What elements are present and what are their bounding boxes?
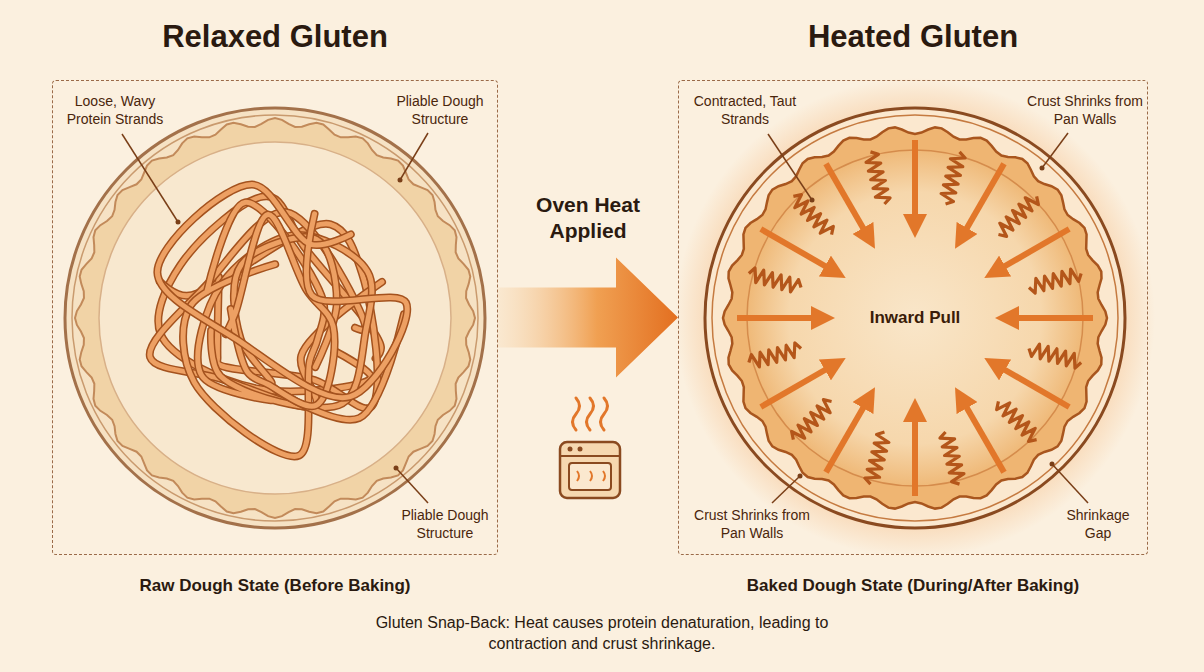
shrunk-crust <box>723 127 1107 508</box>
coiled-strand <box>940 432 964 484</box>
inward-arrow <box>961 164 1004 238</box>
center-label: Inward Pull <box>850 309 980 327</box>
inward-arrow <box>826 164 869 238</box>
coiled-strand <box>749 268 801 292</box>
oven-knob <box>568 447 573 452</box>
steam <box>601 398 608 430</box>
oven-icon <box>560 398 620 498</box>
baked-pie-pan <box>705 108 1125 528</box>
shrunk-crust-edge <box>723 127 1107 508</box>
leader-dot <box>176 220 181 225</box>
inward-arrow <box>995 229 1069 272</box>
callout-label: Pliable Dough Structure <box>393 506 497 542</box>
leader-line <box>772 476 800 503</box>
leader-line <box>1052 464 1088 503</box>
oven-window <box>569 463 611 490</box>
steam <box>573 398 580 430</box>
inward-arrow <box>761 229 835 272</box>
pan-rim <box>705 108 1125 528</box>
callout-label: Crust Shrinks from Pan Walls <box>1025 92 1145 128</box>
callout-label: Shrinkage Gap <box>1056 506 1140 542</box>
pan-rim <box>65 108 485 528</box>
raw-pie-pan <box>65 108 485 528</box>
leader-dot <box>394 466 399 471</box>
leader-dots <box>176 166 1055 479</box>
coiled-strand <box>997 401 1037 441</box>
inward-arrow <box>761 364 835 407</box>
panel-caption: Raw Dough State (Before Baking) <box>33 576 517 596</box>
coiled-strand <box>792 400 832 440</box>
inward-pull-arrows <box>737 140 1093 496</box>
panel-heading: Heated Gluten <box>639 19 1187 55</box>
heat-glow <box>675 78 1155 558</box>
leader-line <box>1042 133 1068 168</box>
coiled-strand <box>1029 269 1081 293</box>
dough-base <box>99 142 451 494</box>
dashed-panel: Relaxed GlutenRaw Dough State (Before Ba… <box>52 80 498 555</box>
leader-dot <box>1050 462 1055 467</box>
coiled-strand <box>1029 344 1081 368</box>
callout-label: Loose, Wavy Protein Strands <box>53 92 177 128</box>
steam <box>587 398 594 430</box>
leader-dot <box>810 198 815 203</box>
diagram-caption: Gluten Snap-Back: Heat causes protein de… <box>352 612 852 654</box>
leader-dot <box>398 178 403 183</box>
pan-inner-rim <box>72 115 478 521</box>
raw-crust <box>75 118 475 518</box>
heat-arrow <box>498 258 678 378</box>
inward-arrow <box>737 315 823 321</box>
leader-line <box>122 134 178 222</box>
fluted-crust-edge <box>75 118 475 518</box>
gluten-strand <box>198 235 372 408</box>
oven-panel <box>560 455 620 457</box>
coiled-strand <box>865 432 889 484</box>
pan-inner-rim <box>712 115 1118 521</box>
leader-dot <box>798 474 803 479</box>
leader-line <box>768 134 812 200</box>
inward-arrow <box>912 410 918 496</box>
coiled-strand <box>749 343 801 367</box>
gluten-strand <box>157 185 407 398</box>
inward-arrow <box>1007 315 1093 321</box>
callout-label: Crust Shrinks from Pan Walls <box>692 506 812 542</box>
oven-heat-waves <box>577 471 605 481</box>
inward-arrow <box>912 140 918 226</box>
strand-outline <box>157 185 407 398</box>
strand-outline <box>198 235 372 408</box>
coiled-strand <box>793 195 833 235</box>
coiled-strand <box>866 152 890 204</box>
oven-body <box>560 442 620 498</box>
leader-line <box>400 133 428 180</box>
callout-label: Pliable Dough Structure <box>388 92 492 128</box>
inward-arrow <box>961 398 1004 472</box>
arrow-label: Oven Heat Applied <box>503 192 673 244</box>
leader-line <box>396 468 428 503</box>
coiled-strand <box>941 152 965 204</box>
leader-lines <box>122 133 1088 503</box>
callout-label: Contracted, Taut Strands <box>687 92 803 128</box>
panel-caption: Baked Dough State (During/After Baking) <box>659 576 1167 596</box>
leader-dot <box>1040 166 1045 171</box>
oven-knob <box>578 447 583 452</box>
coiled-strand <box>998 196 1038 236</box>
panel-heading: Relaxed Gluten <box>13 19 537 55</box>
wavy-gluten-strands <box>150 185 408 457</box>
inward-arrow <box>826 398 869 472</box>
inward-arrow <box>995 364 1069 407</box>
